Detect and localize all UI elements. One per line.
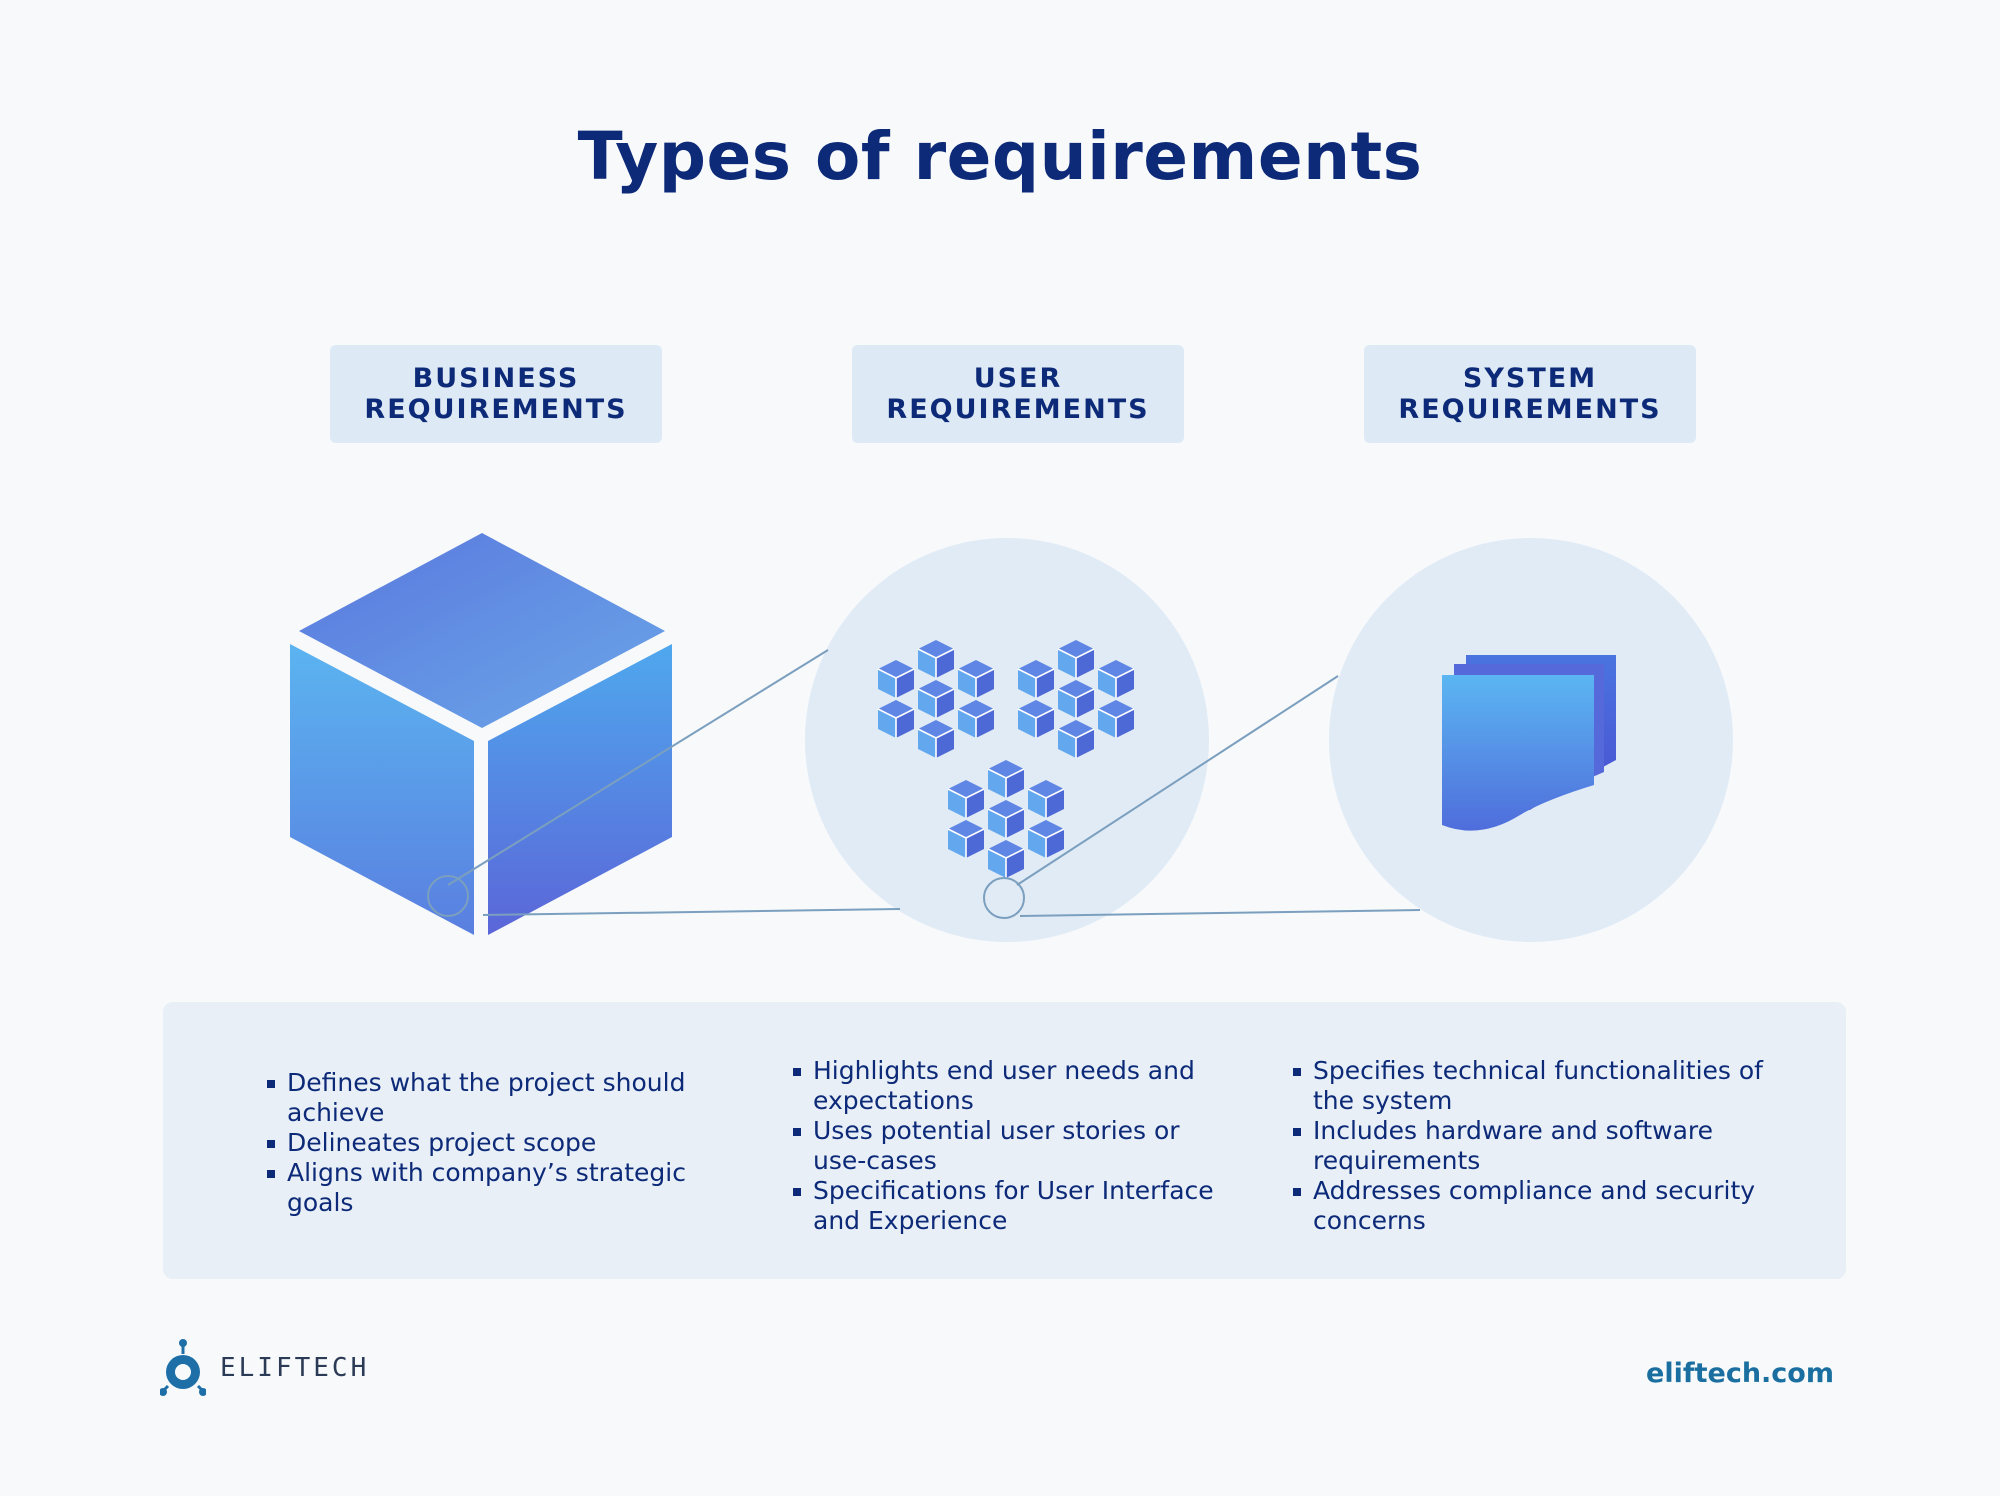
- label-line: USER: [973, 363, 1063, 394]
- description-panel: Defines what the project should achieve …: [163, 1002, 1846, 1279]
- list-item: Delineates project scope: [267, 1128, 707, 1158]
- connector-lines: [427, 649, 1421, 919]
- brand-logo: ELIFTECH: [160, 1338, 369, 1398]
- label-line: REQUIREMENTS: [886, 394, 1150, 425]
- label-line: REQUIREMENTS: [1398, 394, 1662, 425]
- list-item: Defines what the project should achieve: [267, 1068, 707, 1128]
- list-item: Addresses compliance and security concer…: [1293, 1176, 1773, 1236]
- eliftech-logo-icon: [160, 1339, 206, 1396]
- label-line: REQUIREMENTS: [364, 394, 628, 425]
- list-item: Uses potential user stories or use-cases: [793, 1116, 1233, 1176]
- business-list: Defines what the project should achieve …: [267, 1068, 707, 1218]
- list-item: Highlights end user needs and expectatio…: [793, 1056, 1233, 1116]
- list-item: Specifies technical functionalities of t…: [1293, 1056, 1773, 1116]
- label-line: BUSINESS: [412, 363, 580, 394]
- illustration: [290, 533, 1733, 942]
- cube-icon: [290, 533, 672, 935]
- system-list: Specifies technical functionalities of t…: [1293, 1056, 1773, 1236]
- document-stack-icon: [1442, 655, 1616, 831]
- label-user-requirements: USER REQUIREMENTS: [852, 345, 1184, 443]
- page-title: Types of requirements: [577, 118, 1423, 195]
- website-link[interactable]: eliftech.com: [1646, 1358, 1834, 1389]
- user-circle: [805, 538, 1209, 942]
- label-system-requirements: SYSTEM REQUIREMENTS: [1364, 345, 1696, 443]
- list-item: Aligns with company’s strategic goals: [267, 1158, 707, 1218]
- user-list: Highlights end user needs and expectatio…: [793, 1056, 1233, 1236]
- label-business-requirements: BUSINESS REQUIREMENTS: [330, 345, 662, 443]
- label-line: SYSTEM: [1462, 363, 1598, 394]
- brand-name: ELIFTECH: [220, 1353, 370, 1383]
- list-item: Includes hardware and software requireme…: [1293, 1116, 1773, 1176]
- list-item: Specifications for User Interface and Ex…: [793, 1176, 1233, 1236]
